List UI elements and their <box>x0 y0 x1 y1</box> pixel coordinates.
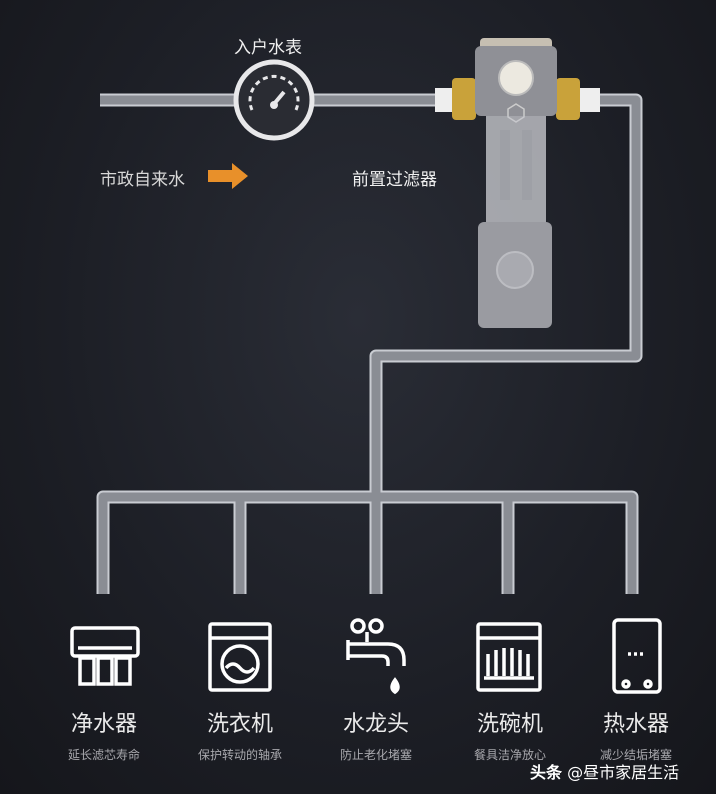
pre-filter-label: 前置过滤器 <box>352 170 437 190</box>
appliance-name: 洗衣机 <box>206 712 273 737</box>
pre-filter-image <box>435 38 600 328</box>
appliance-desc: 防止老化堵塞 <box>339 748 412 762</box>
faucet-icon <box>346 618 406 695</box>
washing-machine-icon <box>208 622 272 692</box>
watermark-brand: 头条 <box>530 763 563 782</box>
water-purifier-icon <box>70 626 140 686</box>
appliance-water-purifier: 净水器延长滤芯寿命 <box>36 706 172 763</box>
dishwasher-icon <box>476 622 542 692</box>
appliance-name: 净水器 <box>70 712 137 737</box>
watermark: 头条 @昼市家居生活 <box>530 759 679 783</box>
appliance-desc: 保护转动的轴承 <box>197 748 282 762</box>
appliance-name: 洗碗机 <box>476 712 543 737</box>
appliance-desc: 减少结垢堵塞 <box>599 748 672 762</box>
appliance-desc: 延长滤芯寿命 <box>67 748 140 762</box>
water-meter-label: 入户水表 <box>234 38 302 58</box>
appliance-desc: 餐具洁净放心 <box>473 748 546 762</box>
appliance-water-heater: 热水器减少结垢堵塞 <box>568 706 704 763</box>
municipal-water-label: 市政自来水 <box>100 170 185 190</box>
watermark-account: @昼市家居生活 <box>567 763 680 782</box>
appliance-faucet: 水龙头防止老化堵塞 <box>308 706 444 763</box>
water-meter-icon <box>233 59 315 141</box>
appliance-name: 热水器 <box>602 712 669 737</box>
arrow-right-icon <box>208 163 248 189</box>
water-heater-icon <box>612 618 662 694</box>
appliance-name: 水龙头 <box>342 712 409 737</box>
appliance-washing-machine: 洗衣机保护转动的轴承 <box>172 706 308 763</box>
appliance-dishwasher: 洗碗机餐具洁净放心 <box>442 706 578 763</box>
